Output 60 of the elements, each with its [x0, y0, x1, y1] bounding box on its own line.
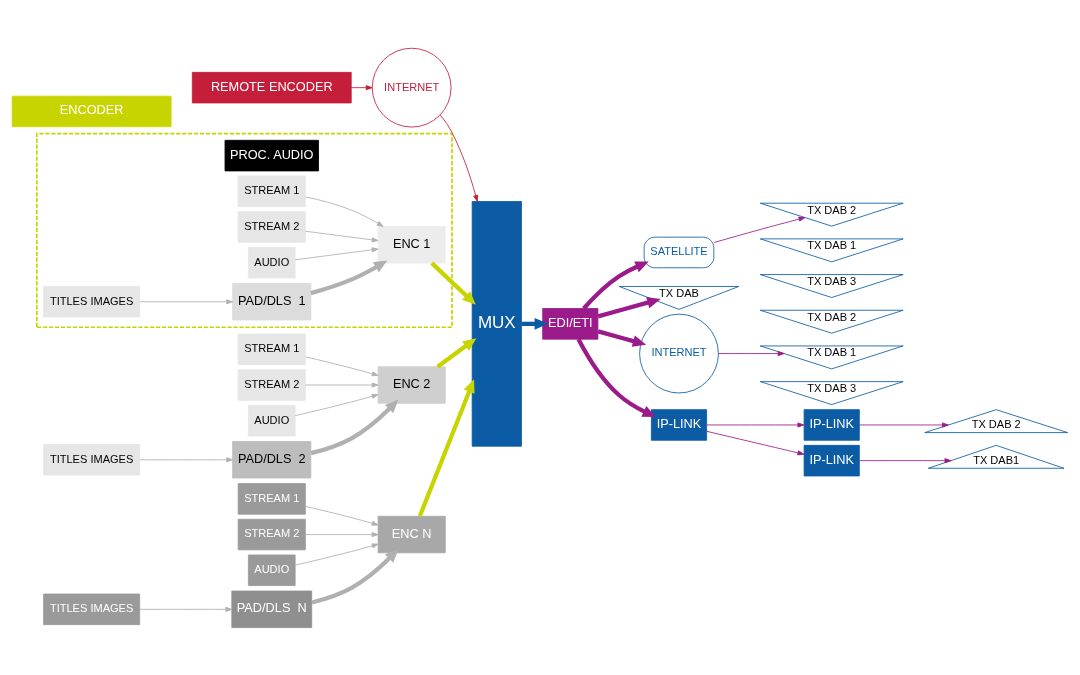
arrow	[310, 260, 388, 295]
node-box: PAD/DLS N	[231, 590, 313, 628]
cluster	[35, 132, 453, 328]
node-box: ENC 2	[377, 365, 446, 404]
node-box: STREAM 2	[237, 210, 306, 243]
node-box: AUDIO	[247, 554, 296, 586]
arrow	[304, 382, 379, 388]
arrow	[305, 505, 379, 526]
arrow	[305, 355, 379, 376]
node-box: ENC N	[377, 515, 446, 553]
node-box: IP-LINK	[803, 408, 860, 441]
node-box: TITLES IMAGES	[43, 593, 141, 625]
node-box: EDI/ETI	[542, 307, 599, 340]
arrow	[436, 337, 477, 368]
node-box: IP-LINK	[650, 408, 708, 441]
node-box: STREAM 2	[237, 518, 306, 550]
node-box: AUDIO	[247, 246, 296, 278]
node-box: STREAM 1	[237, 333, 306, 365]
node-circle: INTERNET	[639, 313, 719, 393]
node-box: IP-LINK	[803, 444, 860, 476]
node-box: PAD/DLS 1	[232, 282, 312, 320]
arrow	[439, 113, 479, 202]
arrow	[713, 216, 806, 243]
arrow	[139, 606, 233, 612]
node-box: PROC. AUDIO	[224, 139, 319, 171]
arrow	[597, 296, 661, 318]
arrow	[706, 430, 805, 455]
arrow	[139, 456, 234, 462]
node-box: ENCODER	[11, 95, 172, 127]
node-box: SATELLITE	[643, 236, 715, 268]
node-box: STREAM 1	[237, 482, 306, 515]
node-box: TITLES IMAGES	[43, 285, 141, 317]
node-box: TITLES IMAGES	[43, 443, 141, 475]
arrow	[576, 337, 656, 417]
node-box: REMOTE ENCODER	[191, 71, 352, 103]
arrow	[311, 548, 399, 605]
node-box: STREAM 2	[237, 368, 306, 401]
arrow	[294, 246, 379, 260]
node-box: AUDIO	[247, 404, 296, 436]
arrow	[139, 298, 234, 304]
node-box: ENC 1	[377, 225, 446, 264]
arrow	[717, 350, 785, 356]
arrow	[304, 230, 379, 242]
arrow	[294, 542, 379, 566]
arrow	[582, 260, 649, 310]
arrow	[859, 421, 949, 427]
arrow	[859, 457, 952, 463]
arrow	[597, 328, 647, 347]
arrow	[430, 261, 476, 305]
arrow	[310, 399, 399, 455]
node-circle: INTERNET	[371, 47, 452, 127]
arrow	[351, 84, 373, 90]
arrow	[294, 393, 379, 416]
node-box: STREAM 1	[237, 175, 306, 207]
arrow	[304, 195, 384, 227]
arrow	[417, 378, 475, 517]
arrow	[706, 421, 805, 427]
arrow	[304, 531, 379, 537]
node-box: PAD/DLS 2	[232, 440, 312, 478]
node-box: MUX	[471, 200, 522, 447]
